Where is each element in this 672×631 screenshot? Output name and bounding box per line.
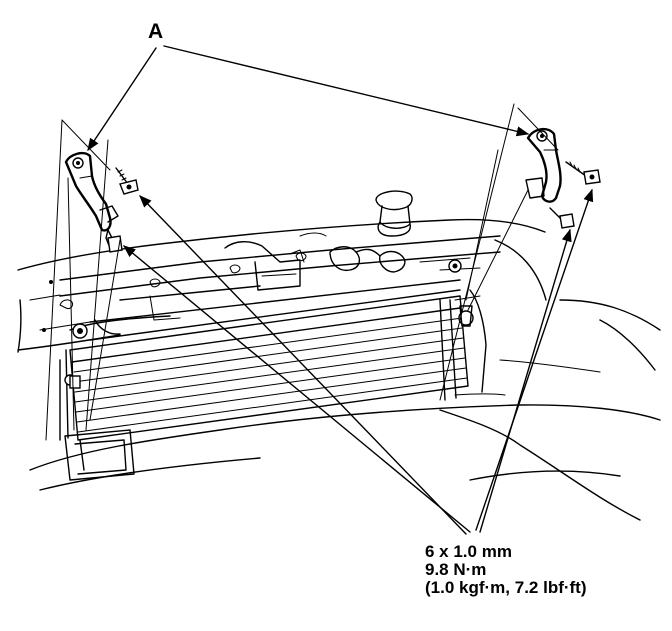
radiator-support (59, 232, 501, 335)
bolts-right (549, 161, 601, 229)
bolt-spec: 6 x 1.0 mm 9.8 N·m (1.0 kgf·m, 7.2 lbf·f… (425, 543, 587, 597)
callout-a-label: A (148, 20, 164, 43)
extension-lines (45, 103, 559, 441)
bolt-spec-arrows (123, 188, 594, 535)
bracket-right (525, 127, 562, 203)
bolts-left (107, 167, 139, 253)
callout-a-arrows (87, 45, 530, 152)
radiator-cap (375, 190, 413, 237)
bolt-torque-alt: (1.0 kgf·m, 7.2 lbf·ft) (425, 578, 587, 597)
bolt-size: 6 x 1.0 mm (425, 542, 512, 561)
bracket-left (64, 151, 121, 249)
bolt-torque-nm: 9.8 N·m (425, 560, 487, 579)
